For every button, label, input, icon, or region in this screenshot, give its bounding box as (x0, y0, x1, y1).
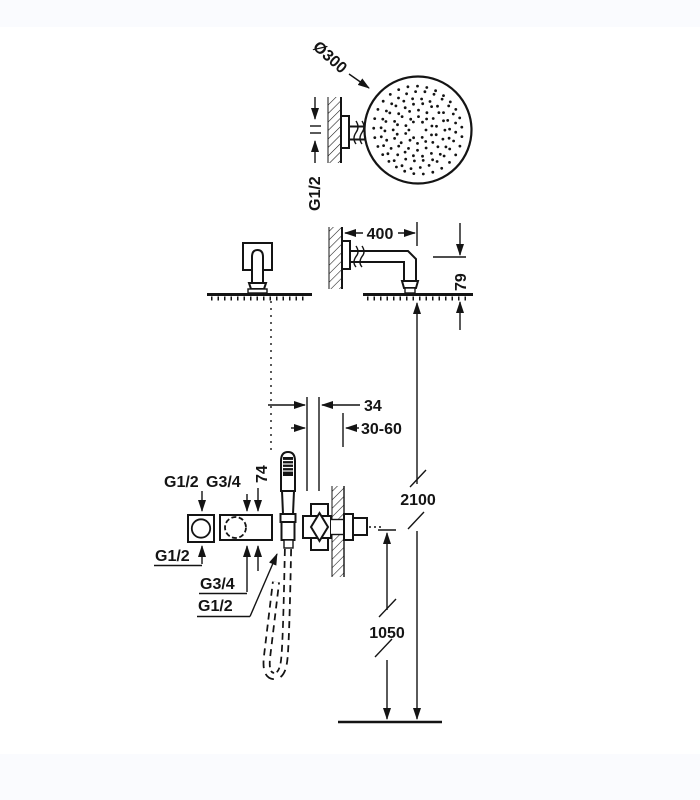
trim-offset-label: 34 (364, 398, 382, 415)
wall-section-top (327, 97, 342, 163)
valve-connection-labels-top: G1/2 G3/4 74 (164, 465, 271, 512)
head-height-label: 2100 (400, 492, 436, 509)
valve-knob (352, 517, 368, 536)
shower-arm-side-view (341, 240, 473, 301)
escutcheon-front-view (207, 242, 312, 452)
head-drop-label: 79 (453, 273, 470, 291)
pipe-break-mark (359, 245, 365, 268)
shower-head-wall-flange (340, 115, 367, 149)
rain-shower-head-front (363, 75, 473, 185)
arm-length-dimension: 400 (344, 222, 418, 246)
outlet-hand-shower-label: G1/2 (198, 598, 233, 615)
pipe-break-mark (353, 120, 359, 145)
shower-hose (262, 548, 292, 680)
spray-face-grid (283, 457, 293, 476)
head-drop-dimension: 79 (433, 223, 470, 330)
pipe-break-mark (353, 245, 359, 268)
valve-connection-labels-bottom: G1/2 G3/4 G1/2 (154, 545, 278, 618)
diameter-dimension: Ø300 (309, 38, 370, 89)
valve-body-front (187, 514, 273, 543)
spray-dots (372, 84, 464, 176)
head-inlet-label: G1/2 (307, 176, 324, 211)
valve-side-view (302, 503, 383, 551)
page-top-band (0, 0, 700, 27)
trim-offset-dimension: 34 (268, 397, 382, 491)
inlet-right-label: G3/4 (206, 474, 241, 491)
valve-height-label: 1050 (369, 625, 405, 642)
head-inlet-dimension: G1/2 (307, 97, 324, 211)
hand-shower (279, 450, 297, 549)
page-bottom-band (0, 754, 700, 800)
body-dim-label: 74 (254, 465, 271, 483)
diameter-label: Ø300 (309, 38, 350, 77)
pipe-break-mark (359, 120, 365, 145)
hand-shower-leader-line (249, 553, 278, 617)
head-height-dimension: 2100 (400, 302, 436, 720)
outlet-left-label: G1/2 (155, 548, 190, 565)
wall-section-mid (328, 227, 343, 289)
depth-range-label: 30-60 (361, 421, 402, 438)
outlet-mid-label: G3/4 (200, 576, 235, 593)
arm-length-label: 400 (367, 226, 394, 243)
inlet-left-label: G1/2 (164, 474, 199, 491)
depth-range-dimension: 30-60 (291, 413, 402, 447)
valve-height-dimension: 1050 (369, 529, 405, 720)
